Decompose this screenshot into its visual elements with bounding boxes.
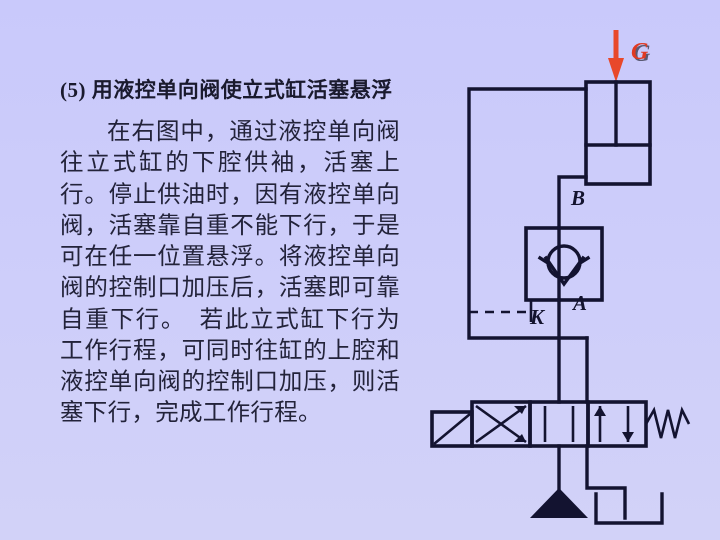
page-title: (5) 用液控单向阀使立式缸活塞悬浮: [60, 78, 393, 102]
label-port-b: B: [571, 186, 586, 210]
label-port-a: A: [573, 291, 588, 315]
pilot-operated-check-valve-icon: [524, 226, 604, 302]
pilot-control-line-k: [469, 300, 533, 322]
tank-icon: [594, 492, 664, 525]
vertical-cylinder-icon: [584, 80, 652, 186]
load-arrow-icon: [608, 30, 624, 82]
pump-supply-line: [530, 444, 588, 518]
label-load-g: G: [631, 39, 649, 65]
return-spring-icon: [644, 406, 691, 439]
lever-actuator-icon: [430, 410, 474, 448]
directional-control-valve-icon: [470, 400, 648, 448]
tank-return-line: [585, 444, 627, 520]
text-column: (5) 用液控单向阀使立式缸活塞悬浮 在右图中，通过液控单向阀往立式缸的下腔供袖…: [60, 78, 400, 430]
upper-chamber-pipe: [467, 87, 589, 340]
label-pilot-port-k: K: [530, 305, 545, 329]
body-paragraph: 在右图中，通过液控单向阀往立式缸的下腔供袖，活塞上行。停止供油时，因有液控单向阀…: [60, 119, 400, 427]
